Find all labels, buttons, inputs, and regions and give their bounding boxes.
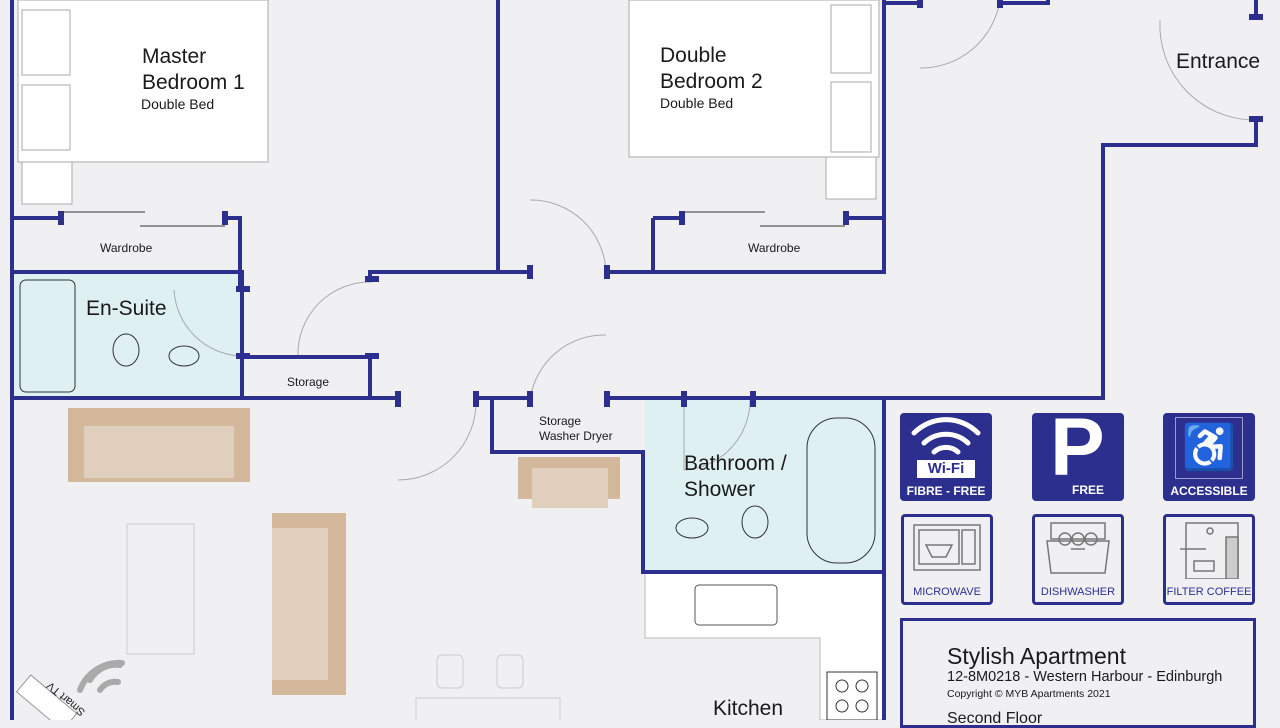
- bed-master: [17, 0, 269, 205]
- sink-icon: [675, 517, 709, 539]
- parking-icon: P: [1050, 413, 1105, 493]
- badge-label: DISHWASHER: [1040, 586, 1116, 598]
- sofa-top: [68, 408, 250, 482]
- door-swings: [173, 0, 1253, 481]
- shower-tray: [19, 279, 76, 393]
- badge-label: ACCESSIBLE: [1170, 484, 1248, 498]
- wifi-badge: Wi-Fi FIBRE - FREE: [900, 413, 992, 501]
- ottoman: [518, 457, 620, 508]
- floor-label: Second Floor: [947, 710, 1043, 727]
- bathtub: [806, 417, 876, 564]
- toilet-icon: [112, 333, 140, 367]
- badge-label: FIBRE - FREE: [906, 484, 986, 498]
- ensuite-label: En-Suite: [86, 297, 167, 320]
- hob-icon: [826, 671, 878, 720]
- apartment-title: Stylish Apartment: [947, 643, 1126, 669]
- badge-label: FREE: [1072, 483, 1105, 497]
- microwave-icon: [913, 524, 981, 571]
- bathroom-label: Bathroom /Shower: [684, 452, 787, 501]
- toilet-icon: [741, 505, 769, 539]
- coffee-badge: FILTER COFFEE: [1163, 514, 1255, 605]
- ensuite-floor: [14, 274, 242, 396]
- copyright: Copyright © MYB Apartments 2021: [947, 688, 1111, 700]
- sofa-side: [272, 513, 346, 695]
- door-jambs: [58, 0, 1263, 407]
- wifi-title: Wi-Fi: [917, 460, 975, 478]
- bed-double: [628, 0, 880, 200]
- wifi-icon: [911, 417, 981, 455]
- sink-icon: [168, 345, 200, 367]
- master-bed-type: Double Bed: [141, 96, 215, 112]
- bar-stool: [436, 654, 464, 689]
- tv-wifi-icon: [77, 659, 125, 693]
- apartment-info-box: Stylish Apartment 12-8M0218 - Western Ha…: [900, 618, 1256, 728]
- dishwasher-badge: DISHWASHER: [1032, 514, 1124, 605]
- bar-stool: [496, 654, 524, 689]
- kitchen-sink: [694, 584, 778, 626]
- coffee-machine-icon: [1180, 522, 1239, 579]
- coffee-table: [126, 523, 195, 655]
- entrance-label: Entrance: [1176, 50, 1261, 73]
- wardrobe-label: Wardrobe: [748, 241, 801, 255]
- apartment-address: 12-8M0218 - Western Harbour - Edinburgh: [947, 669, 1223, 685]
- badge-label: FILTER COFFEE: [1166, 586, 1252, 598]
- parking-badge: P FREE: [1032, 413, 1124, 501]
- storage-label: Storage: [287, 375, 330, 389]
- dishwasher-icon: [1046, 522, 1110, 574]
- microwave-badge: MICROWAVE: [901, 514, 993, 605]
- kitchen-label: Kitchen: [713, 697, 784, 720]
- accessible-badge: ♿ ACCESSIBLE: [1163, 413, 1255, 501]
- smart-tv: [15, 674, 78, 720]
- double-bed-type: Double Bed: [660, 95, 734, 111]
- dining-table: [415, 697, 561, 720]
- badge-label: MICROWAVE: [913, 586, 981, 598]
- wardrobe-label: Wardrobe: [100, 241, 153, 255]
- wheelchair-icon: ♿: [1175, 417, 1243, 479]
- sliding-doors: [62, 211, 845, 227]
